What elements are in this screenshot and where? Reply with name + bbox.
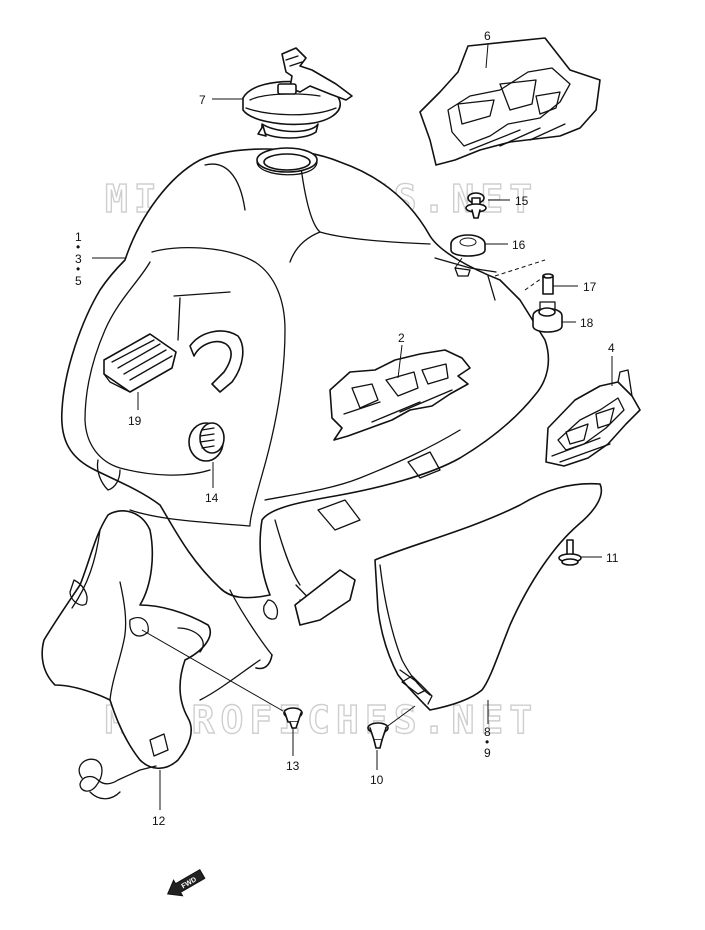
callout-3: 3 [75, 252, 82, 266]
tank-knob [188, 422, 225, 462]
callout-9: 9 [484, 746, 491, 760]
fwd-arrow-label: FWD [181, 876, 198, 890]
callout-15: 15 [515, 194, 529, 208]
callout-4: 4 [608, 341, 615, 355]
collar-17 [542, 273, 554, 295]
callout-18: 18 [580, 316, 594, 330]
callout-1: 1 [75, 230, 82, 244]
bolt-11 [558, 539, 582, 566]
callout-14: 14 [205, 491, 219, 505]
callout-6: 6 [484, 29, 491, 43]
tank-clip [189, 330, 244, 393]
callout-19: 19 [128, 414, 142, 428]
callout-sep-c: • [485, 735, 489, 749]
leader-lines [92, 43, 613, 810]
callout-12: 12 [152, 814, 166, 828]
callout-17: 17 [583, 280, 597, 294]
grommet-16 [450, 234, 486, 257]
cushion-18 [532, 301, 563, 333]
callout-7: 7 [199, 93, 206, 107]
callout-8: 8 [484, 725, 491, 739]
fwd-arrow: FWD [166, 868, 206, 897]
callout-10: 10 [370, 773, 384, 787]
callout-sep-a: • [76, 240, 80, 254]
callout-2: 2 [398, 331, 405, 345]
callout-5: 5 [75, 274, 82, 288]
callout-13: 13 [286, 759, 300, 773]
callout-11: 11 [606, 551, 619, 565]
tank-lower-panel [129, 509, 273, 701]
emblem-upper [419, 37, 601, 166]
screw-13 [283, 707, 303, 729]
fuel-tank [60, 147, 550, 626]
emblem-side [545, 369, 641, 467]
fuel-cap [242, 47, 353, 139]
callout-labels: 7 6 1 • 3 • 5 2 15 16 17 18 4 11 8 • 9 1… [75, 29, 619, 828]
callout-16: 16 [512, 238, 526, 252]
side-cover-left [41, 510, 211, 800]
frame-cover [374, 482, 603, 711]
fwd-arrow-icon [166, 868, 206, 897]
callout-sep-b: • [76, 262, 80, 276]
screw-15 [465, 192, 487, 219]
screw-10 [367, 722, 389, 749]
rubber-mount [103, 333, 177, 393]
tank-decal [329, 349, 471, 441]
